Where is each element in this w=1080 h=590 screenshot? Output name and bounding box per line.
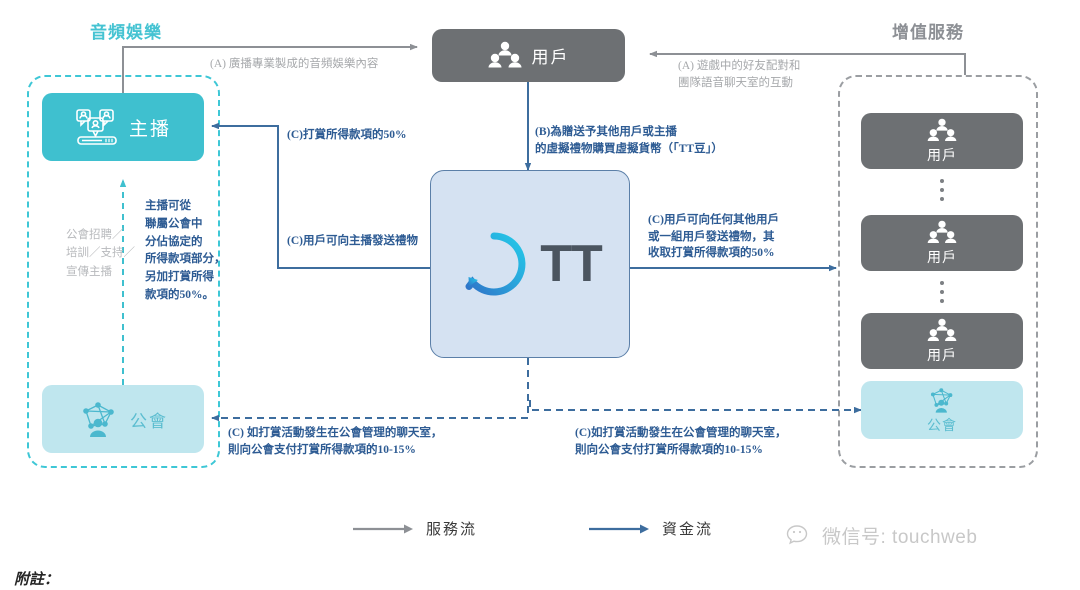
ellipsis-dots-1 xyxy=(940,179,944,201)
users-group-icon xyxy=(927,220,957,246)
value-added-services-group-boundary xyxy=(838,75,1038,468)
box-user-right-1-label: 用戶 xyxy=(927,146,957,163)
annotation-a-left: (A) 廣播專業製成的音頻娛樂內容 xyxy=(210,58,379,70)
legend-service-flow-label: 服務流 xyxy=(426,522,478,538)
legend-arrow-blue-icon xyxy=(589,524,649,533)
box-guild-left-label: 公會 xyxy=(130,411,168,431)
watermark: 微信号: touchweb xyxy=(786,522,977,549)
box-user-top[interactable]: 用戶 xyxy=(432,29,625,82)
users-group-icon xyxy=(927,318,957,344)
annotation-anchor-revenue-share: 主播可從 聯屬公會中 分佔協定的 所得款項部分， 另加打賞所得 款項的50%。 xyxy=(145,200,226,302)
legend-capital-flow-label: 資金流 xyxy=(662,522,714,538)
box-user-right-2-label: 用戶 xyxy=(927,248,957,265)
section-title-audio-entertainment: 音頻娛樂 xyxy=(90,23,162,42)
annotation-b-center: (B)為贈送予其他用戶或主播 的虛擬禮物購買虛擬貨幣（「TT豆」） xyxy=(535,126,723,155)
annotation-c-user-send-gift: (C)用戶可向主播發送禮物 xyxy=(287,235,418,247)
box-guild-right[interactable]: 公會 xyxy=(861,381,1023,439)
annotation-guild-support: 公會招聘／ 培訓／支持／ 宣傳主播 xyxy=(66,229,135,278)
legend-service-flow: 服務流 xyxy=(352,518,477,539)
box-platform-tt[interactable]: TT xyxy=(430,170,630,358)
annotation-c-anchor-share-50: (C)打賞所得款項的50% xyxy=(287,129,407,141)
tt-smiley-logo xyxy=(458,228,530,300)
section-title-value-added-services: 增值服務 xyxy=(892,23,964,42)
users-group-icon xyxy=(927,118,957,144)
box-guild-left[interactable]: 公會 xyxy=(42,385,204,453)
watermark-text: 微信号: touchweb xyxy=(822,527,978,548)
box-user-right-2[interactable]: 用戶 xyxy=(861,215,1023,271)
guild-network-icon xyxy=(78,399,120,439)
guild-network-icon xyxy=(926,386,958,414)
annotation-c-user-send-any: (C)用戶可向任何其他用戶 或一組用戶發送禮物，其 收取打賞所得款項的50% xyxy=(648,214,779,260)
ellipsis-dots-2 xyxy=(940,281,944,303)
box-anchor-label: 主播 xyxy=(128,118,171,140)
box-user-right-3[interactable]: 用戶 xyxy=(861,313,1023,369)
box-user-top-label: 用戶 xyxy=(531,48,570,67)
box-user-right-3-label: 用戶 xyxy=(927,346,957,363)
annotation-c-guild-right-payout: (C)如打賞活動發生在公會管理的聊天室， 則向公會支付打賞所得款項的10-15% xyxy=(575,427,787,456)
box-user-right-1[interactable]: 用戶 xyxy=(861,113,1023,169)
users-group-icon xyxy=(488,41,522,71)
legend-capital-flow: 資金流 xyxy=(588,518,713,539)
annotation-c-guild-left-payout: (C) 如打賞活動發生在公會管理的聊天室， 則向公會支付打賞所得款項的10-15… xyxy=(228,427,443,456)
box-anchor[interactable]: 主播 xyxy=(42,93,204,161)
wechat-icon xyxy=(786,523,816,549)
legend-arrow-gray-icon xyxy=(353,524,413,533)
box-guild-right-label: 公會 xyxy=(927,416,957,433)
footnote-label: 附註： xyxy=(14,572,60,588)
live-broadcast-icon xyxy=(75,107,119,147)
box-platform-label: TT xyxy=(540,235,603,293)
annotation-a-right: (A) 遊戲中的好友配對和 團隊語音聊天室的互動 xyxy=(678,60,801,89)
